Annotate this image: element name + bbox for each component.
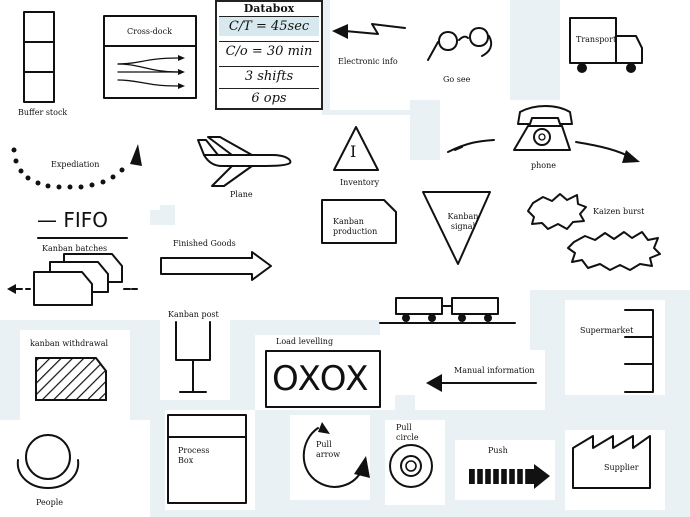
- label-expediation: Expediation: [51, 160, 100, 169]
- factory-icon: [572, 435, 651, 489]
- label-pull-arrow: Pull arrow: [316, 440, 341, 459]
- pull-arrow-icon: [302, 422, 370, 488]
- label-cross-dock: Cross-dock: [127, 27, 172, 36]
- label-kanban-batches: Kanban batches: [42, 244, 108, 253]
- label-kanban-production: Kanban production: [333, 217, 378, 236]
- kanban-post-icon: [175, 321, 211, 393]
- label-people: People: [36, 498, 63, 507]
- kanban-production-icon: [321, 199, 397, 244]
- load-levelling-icon: [265, 350, 381, 408]
- label-plane: Plane: [230, 190, 253, 199]
- label-kaizen-burst: Kaizen burst: [593, 207, 645, 216]
- label-inventory: Inventory: [340, 178, 380, 187]
- train-icon: [379, 297, 516, 324]
- label-kanban-post: Kanban post: [168, 310, 219, 319]
- databox-row: C/T = 45sec: [219, 16, 319, 36]
- kanban-batches-icon: [7, 253, 138, 306]
- plane-icon: [197, 136, 292, 187]
- label-load-levelling: Load levelling: [276, 337, 334, 346]
- kanban-signal-icon: [422, 191, 491, 265]
- databox-title: Databox: [243, 2, 295, 15]
- label-phone: phone: [531, 161, 556, 170]
- databox-row: 3 shifts: [219, 66, 319, 86]
- label-kanban-signal: Kanban signal: [447, 212, 479, 231]
- people-icon: [16, 434, 80, 489]
- glasses-icon: [427, 27, 493, 61]
- pull-circle-icon: [389, 444, 433, 488]
- kanban-withdrawal-icon: [35, 357, 107, 401]
- cross-dock-icon: [103, 15, 197, 99]
- buffer-stock-icon: [23, 11, 55, 103]
- databox: Databox C/T = 45sec C/o = 30 min 3 shift…: [215, 0, 323, 110]
- expedite-arc-icon: [11, 144, 142, 190]
- manual-info-arrow-icon: [426, 374, 537, 392]
- electronic-info-arrow-icon: [332, 23, 406, 39]
- push-arrow-icon: [469, 464, 550, 489]
- label-buffer-stock: Buffer stock: [18, 108, 68, 117]
- label-go-see: Go see: [443, 75, 471, 84]
- label-manual-information: Manual information: [454, 366, 535, 375]
- label-push: Push: [488, 446, 508, 455]
- label-kanban-withdrawal: kanban withdrawal: [30, 339, 109, 348]
- finished-goods-arrow-icon: [160, 251, 272, 281]
- databox-row: 6 ops: [219, 88, 319, 108]
- phone-icon: [447, 105, 640, 163]
- label-pull-circle: Pull circle: [396, 423, 419, 442]
- load-levelling-marks: OXOX: [272, 359, 370, 399]
- kaizen-burst-icon: [527, 193, 661, 271]
- label-electronic-info: Electronic info: [338, 57, 398, 66]
- inventory-triangle-icon: [333, 126, 379, 171]
- label-supplier: Supplier: [604, 463, 639, 472]
- label-fifo: — FIFO: [37, 208, 109, 232]
- label-supermarket: Supermarket: [580, 326, 634, 335]
- process-box-icon: [167, 414, 247, 504]
- databox-row: C/o = 30 min: [219, 41, 319, 61]
- label-transport: Transport: [576, 35, 617, 44]
- label-process-box: Process Box: [178, 446, 210, 465]
- truck-icon: [569, 17, 643, 73]
- supermarket-icon: [624, 309, 654, 393]
- inventory-mark: I: [350, 142, 357, 161]
- label-finished-goods: Finished Goods: [173, 239, 236, 248]
